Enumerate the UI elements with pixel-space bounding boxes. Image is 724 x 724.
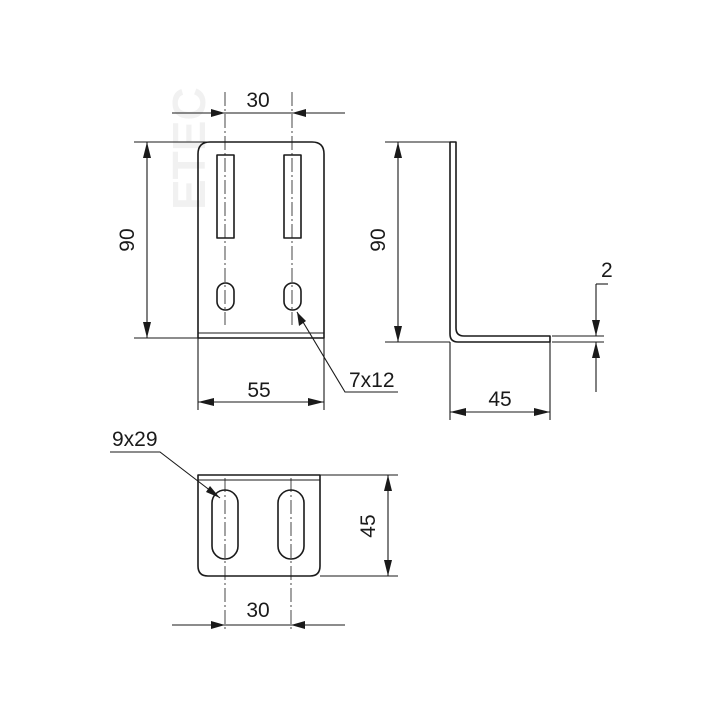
side-profile-outline — [449, 141, 551, 343]
front-long-slot-right — [283, 154, 302, 239]
front-long-slot-left — [216, 154, 235, 239]
arrowhead — [592, 342, 600, 358]
front-view: 30 90 55 7x12 — [116, 89, 398, 410]
arrowhead — [291, 621, 305, 629]
arrowhead — [198, 398, 214, 406]
arrowhead — [592, 320, 600, 336]
arrowhead — [292, 109, 306, 117]
arrowhead — [394, 326, 402, 342]
dim-bottom-depth: 45 — [357, 514, 380, 537]
dim-front-height: 90 — [116, 228, 139, 251]
bottom-plate-outline — [197, 474, 321, 577]
arrowhead — [534, 408, 550, 416]
arrowhead — [308, 398, 324, 406]
dim-bottom-slot-spacing: 30 — [246, 599, 269, 622]
dim-side-thickness: 2 — [601, 259, 613, 282]
dim-front-width: 55 — [247, 379, 270, 402]
bottom-view: 9x29 45 30 — [110, 428, 398, 632]
front-round-hole-right — [283, 282, 302, 311]
arrowhead — [206, 486, 220, 498]
arrowhead — [384, 560, 392, 576]
arrowhead — [211, 621, 225, 629]
arrowhead — [394, 142, 402, 158]
leader-slot — [110, 451, 221, 499]
arrowhead — [384, 475, 392, 491]
dim-front-slot-spacing: 30 — [246, 89, 269, 112]
side-view: 90 2 45 — [367, 141, 613, 420]
arrowhead — [143, 142, 151, 158]
dim-side-height: 90 — [367, 228, 390, 251]
dim-side-leg-length: 45 — [488, 388, 511, 411]
label-slot-size: 9x29 — [112, 428, 158, 451]
front-round-hole-left — [216, 282, 235, 311]
arrowhead — [297, 312, 306, 326]
label-round-hole-size: 7x12 — [349, 369, 395, 392]
watermark: ETEC — [163, 87, 215, 210]
leader-round-hole — [296, 311, 398, 393]
arrowhead — [450, 408, 466, 416]
arrowhead — [143, 322, 151, 338]
arrowhead — [211, 109, 225, 117]
